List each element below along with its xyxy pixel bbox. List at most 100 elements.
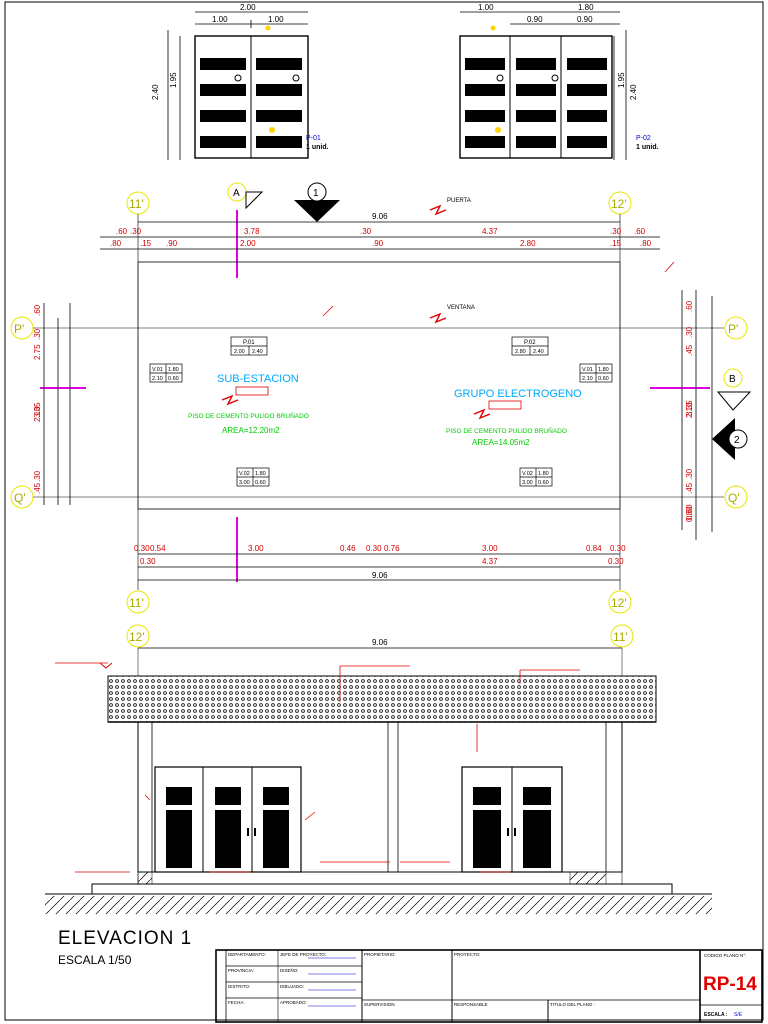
tb-row-label-4: FECHA: (228, 1000, 245, 1005)
tb-scale-value: S/E (734, 1012, 743, 1018)
floor-plan: 11' 12' 11' 12' P' Q' P' Q' A 1 B 2 (10, 182, 752, 614)
tb-supervision: SUPERVISION (364, 1002, 395, 1007)
plan-overall-width-bottom: 9.06 (372, 571, 388, 580)
p02-qty: 1 unid. (636, 144, 659, 151)
p02-height-leaf: 1.95 (617, 72, 626, 88)
title-block: DEPARTAMENTO: PROVINCIA: DISTRITO: FECHA… (215, 949, 763, 1023)
bot-dim-1-7: 0.84 (586, 544, 602, 553)
plan-axis-top-right: P' (728, 322, 738, 336)
svg-text:1.80: 1.80 (538, 471, 549, 477)
tb-code-label: CODIGO PLANO N°: (704, 953, 746, 958)
elevation-1: 12' 11' 9.06 (45, 624, 712, 914)
plan-axis-top-left: P' (14, 322, 24, 336)
tb-row2-label-3: DIBUJADO: (280, 984, 304, 989)
p02-dim-b: 0.90 (527, 15, 543, 24)
top-dim-2-6: .15 (610, 239, 622, 248)
left-dim-6: .45 (33, 482, 42, 494)
svg-text:0.60: 0.60 (598, 376, 609, 382)
tag-v02-left: V.02 1.80 3.00 0.60 (236, 467, 270, 487)
tb-proyecto: PROYECTO: (454, 952, 480, 957)
svg-text:3.00: 3.00 (522, 480, 533, 486)
tag-v01-left: V.01 1.80 2.10 0.60 (149, 363, 183, 383)
svg-text:V.01: V.01 (152, 367, 163, 373)
room1-area: AREA=12.20m2 (222, 426, 280, 435)
tag-v02-right: V.02 1.80 3.00 0.60 (519, 467, 553, 487)
svg-text:1.80: 1.80 (168, 367, 179, 373)
top-dim-2-7: .80 (640, 239, 652, 248)
tb-row2-label-2: DISEÑO: (280, 967, 299, 973)
svg-text:V.02: V.02 (239, 471, 250, 477)
sheet-code: RP-14 (703, 974, 757, 995)
room2-floor: PISO DE CEMENTO PULIDO BRUÑADO (446, 426, 567, 435)
elev-axis-left: 12' (129, 630, 145, 644)
right-dims: .60.30.452.103.35.30.450.800.60 (685, 300, 694, 522)
elevation-2-marker: 2 (734, 435, 740, 446)
plan-axis-bottom-right: Q' (728, 491, 740, 505)
bot-dim-1-8: 0.30 (610, 544, 626, 553)
svg-text:P.01: P.01 (243, 340, 255, 346)
svg-text:2.40: 2.40 (533, 349, 544, 355)
p02-tag: P-02 (636, 135, 651, 142)
p01-dim-b: 1.00 (268, 15, 284, 24)
p01-dim-a: 1.00 (212, 15, 228, 24)
right-dim-5: .30 (685, 468, 694, 480)
tag-p02: P.02 2.80 2.40 (511, 336, 549, 356)
svg-text:2.00: 2.00 (234, 349, 245, 355)
plan-overall-width-top: 9.06 (372, 212, 388, 221)
svg-text:2.80: 2.80 (515, 349, 526, 355)
elevation-scale: ESCALA 1/50 (58, 953, 132, 967)
room2-area: AREA=14.05m2 (472, 438, 530, 447)
bot-dim-2-0: 0.30 (140, 557, 156, 566)
bot-dim-1-2: 3.00 (248, 544, 264, 553)
top-dim-2-1: .15 (140, 239, 152, 248)
right-dim-4: 3.35 (685, 400, 694, 416)
svg-text:0.60: 0.60 (538, 480, 549, 486)
top-dim-1-0: .60 (116, 227, 128, 236)
right-dim-2: .45 (685, 344, 694, 356)
top-dim-1-1: .30 (130, 227, 142, 236)
svg-text:0.60: 0.60 (255, 480, 266, 486)
tb-row-label-1: DEPARTAMENTO: (228, 952, 266, 957)
bot-dim-1-0: 0.30 (134, 544, 150, 553)
top-dim-1-6: .60 (634, 227, 646, 236)
room1-name: SUB-ESTACION (217, 373, 299, 385)
svg-text:2.40: 2.40 (252, 349, 263, 355)
p02-dim-total: 1.80 (578, 3, 594, 12)
top-dim-2-4: .90 (372, 239, 384, 248)
bot-dim-2-1: 4.37 (482, 557, 498, 566)
plan-axis-right-top: 12' (611, 197, 627, 211)
left-dims: .60.302.752.103.35.30.45 (33, 304, 42, 494)
p01-dim-total: 2.00 (240, 3, 256, 12)
svg-text:2.10: 2.10 (582, 376, 593, 382)
p02-height-total: 2.40 (629, 84, 638, 100)
top-dim-1-2: 3.78 (244, 227, 260, 236)
room2-name: GRUPO ELECTROGENO (454, 388, 582, 400)
bot-dim-2-2: 0.30 (608, 557, 624, 566)
tb-row-label-2: PROVINCIA: (228, 968, 254, 973)
plan-axis-left-bottom: 11' (129, 596, 144, 610)
tb-row-label-3: DISTRITO: (228, 984, 250, 989)
tb-row2-label-1: JEFE DE PROYECTO: (280, 952, 326, 957)
svg-text:0.60: 0.60 (168, 376, 179, 382)
tb-titulo: TITULO DEL PLANO : (550, 1002, 595, 1007)
top-dim-1-3: .30 (360, 227, 372, 236)
bot-dim-1-3: 0.46 (340, 544, 356, 553)
sheet-border (4, 1, 764, 1021)
top-dim-2-2: .90 (166, 239, 178, 248)
plan-axis-right-bottom: 12' (611, 596, 627, 610)
elevation-title: ELEVACION 1 (58, 928, 193, 949)
left-dim-5: .30 (33, 470, 42, 482)
bot-dim-1-1: 0.54 (150, 544, 166, 553)
right-dim-1: .30 (685, 326, 694, 338)
plan-axis-left-top: 11' (129, 197, 144, 211)
svg-text:V.02: V.02 (522, 471, 533, 477)
right-dim-6: .45 (685, 482, 694, 494)
tb-propietario: PROPIETARIO: (364, 952, 396, 957)
left-dim-3: 2.10 (33, 406, 42, 422)
svg-text:3.00: 3.00 (239, 480, 250, 486)
svg-text:2.10: 2.10 (152, 376, 163, 382)
tb-scale-label: ESCALA : (704, 1012, 728, 1018)
left-dim-0: .60 (33, 304, 42, 316)
